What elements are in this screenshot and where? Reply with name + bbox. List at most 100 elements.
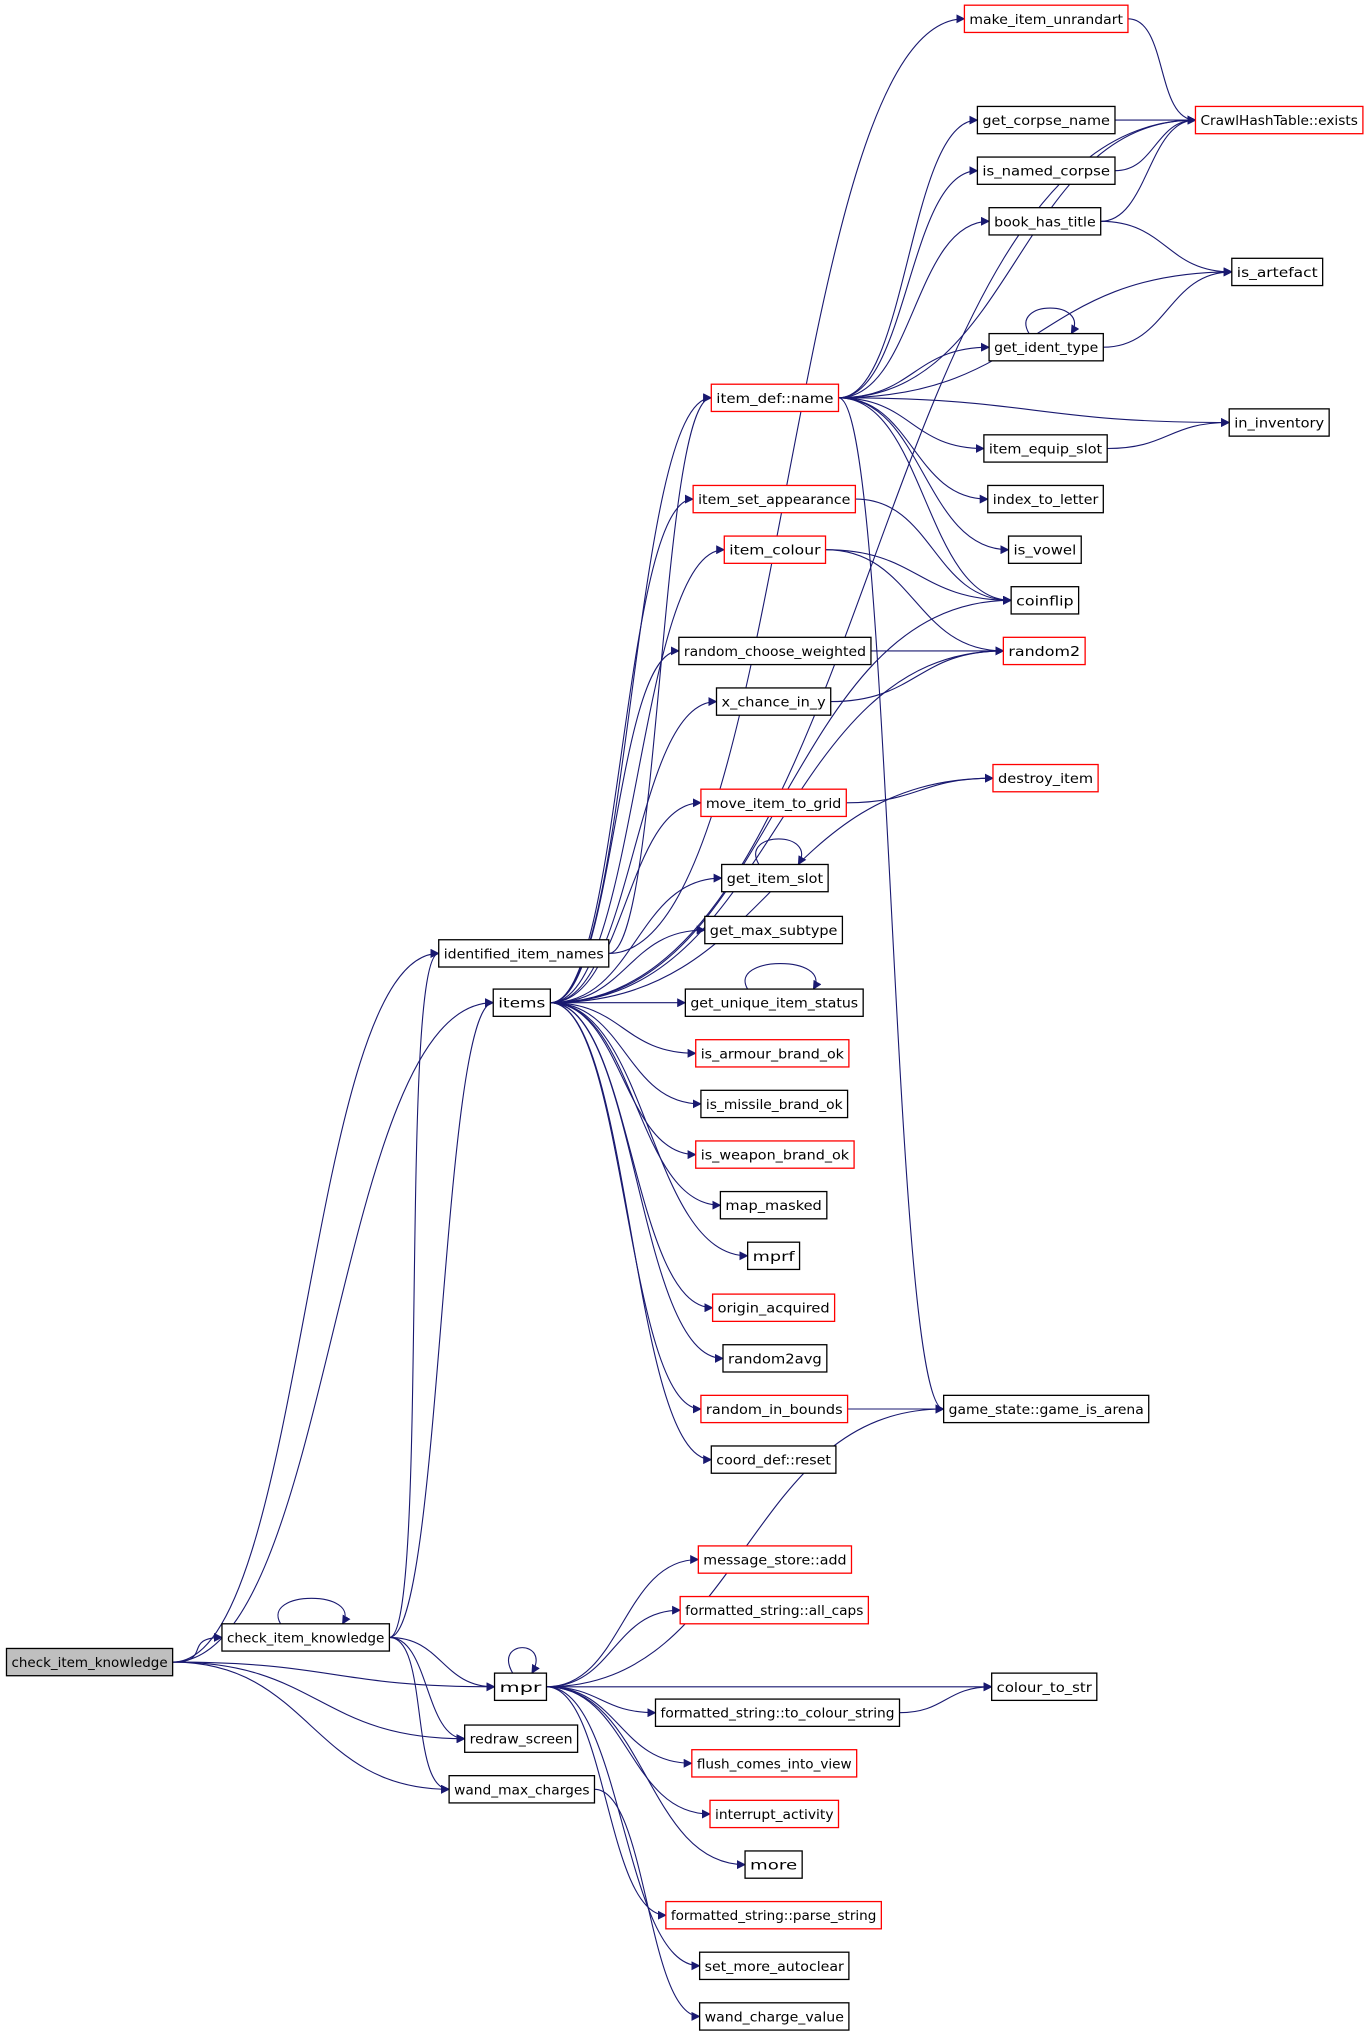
node-colour-to-str[interactable]: colour_to_str: [991, 1672, 1098, 1702]
node-box: [1007, 535, 1082, 564]
edge-check-item-knowledge-to-mpr: [389, 1636, 496, 1692]
node-book-has-title[interactable]: book_has_title: [988, 207, 1102, 236]
node-item-equip-slot[interactable]: item_equip_slot: [983, 434, 1108, 463]
node-get-ident-type[interactable]: get_ident_type: [988, 332, 1104, 362]
node-interrupt-activity[interactable]: interrupt_activity: [709, 1799, 840, 1829]
node-item-def-name[interactable]: item_def::name: [710, 383, 840, 413]
edge-check-item-knowledge-root-to-mpr: [172, 1661, 496, 1692]
node-formatted-string-to-colour-string[interactable]: formatted_string::to_colour_string: [654, 1698, 901, 1727]
edge-item-def-name-to-game-state-game-is-arena: [838, 397, 945, 1414]
node-check-item-knowledge[interactable]: check_item_knowledge: [221, 1623, 391, 1652]
edge-item-def-name-to-crawlhashtable-exists: [838, 115, 1197, 399]
edge-check-item-knowledge-root-to-wand-max-charges: [172, 1661, 450, 1794]
node-box: [723, 535, 827, 564]
node-coinflip[interactable]: coinflip: [1010, 586, 1080, 615]
node-formatted-string-all-caps[interactable]: formatted_string::all_caps: [679, 1595, 870, 1625]
node-box: [492, 988, 552, 1017]
node-get-item-slot[interactable]: get_item_slot: [721, 863, 829, 893]
node-box: [698, 1951, 850, 1981]
node-item-set-appearance[interactable]: item_set_appearance: [692, 484, 857, 514]
node-box: [988, 207, 1102, 236]
node-map-masked[interactable]: map_masked: [719, 1190, 828, 1220]
edge-item-colour-to-coinflip: [825, 549, 1012, 605]
node-label: random_in_bounds: [706, 1402, 843, 1418]
edge-identified-item-names-to-item-def-name: [608, 393, 713, 954]
node-is-missile-brand-ok[interactable]: is_missile_brand_ok: [700, 1089, 849, 1119]
node-label: coinflip: [1016, 593, 1074, 609]
edge-mpr-to-interrupt-activity: [546, 1686, 711, 1819]
node-flush-comes-into-view[interactable]: flush_comes_into_view: [691, 1749, 858, 1778]
node-label: formatted_string::to_colour_string: [661, 1706, 895, 1722]
node-set-more-autoclear[interactable]: set_more_autoclear: [698, 1951, 850, 1981]
node-random-in-bounds[interactable]: random_in_bounds: [700, 1394, 849, 1424]
node-origin-acquired[interactable]: origin_acquired: [711, 1293, 836, 1323]
node-redraw-screen[interactable]: redraw_screen: [464, 1724, 579, 1753]
node-wand-charge-value[interactable]: wand_charge_value: [698, 2002, 850, 2031]
node-random-choose-weighted[interactable]: random_choose_weighted: [678, 636, 872, 666]
node-mpr[interactable]: mpr: [493, 1672, 548, 1702]
node-is-armour-brand-ok[interactable]: is_armour_brand_ok: [695, 1039, 850, 1068]
node-label: check_item_knowledge: [12, 1655, 168, 1671]
node-box: [722, 1344, 828, 1373]
node-box: [221, 1623, 391, 1652]
node-label: formatted_string::all_caps: [685, 1603, 863, 1619]
node-game-state-game-is-arena[interactable]: game_state::game_is_arena: [942, 1394, 1150, 1424]
node-box: [744, 1850, 803, 1879]
node-is-artefact[interactable]: is_artefact: [1231, 257, 1324, 287]
node-make-item-unrandart[interactable]: make_item_unrandart: [963, 4, 1129, 34]
edge-items-to-origin-acquired: [550, 1002, 714, 1313]
node-get-max-subtype[interactable]: get_max_subtype: [704, 915, 844, 945]
node-item-colour[interactable]: item_colour: [723, 535, 827, 564]
node-box: [700, 788, 847, 818]
node-label: mpr: [500, 1680, 543, 1696]
node-label: is_missile_brand_ok: [706, 1097, 843, 1113]
node-wand-max-charges[interactable]: wand_max_charges: [448, 1775, 596, 1804]
node-label: random_choose_weighted: [684, 644, 866, 660]
node-is-vowel[interactable]: is_vowel: [1007, 535, 1082, 564]
edge-get-ident-type-to-get-ident-type: [1025, 307, 1080, 335]
node-check-item-knowledge-root[interactable]: check_item_knowledge: [5, 1647, 174, 1677]
node-box: [942, 1394, 1150, 1424]
node-label: coord_def::reset: [716, 1453, 831, 1469]
node-crawlhashtable-exists[interactable]: CrawlHashTable::exists: [1194, 105, 1364, 135]
node-label: is_artefact: [1237, 265, 1318, 281]
edge-check-item-knowledge-to-items: [389, 998, 495, 1638]
node-box: [700, 1089, 849, 1119]
node-label: more: [750, 1858, 797, 1874]
edge-items-to-move-item-to-grid: [550, 798, 702, 1004]
edge-mpr-to-mpr: [508, 1647, 540, 1674]
node-label: game_state::game_is_arena: [949, 1402, 1144, 1418]
node-more[interactable]: more: [744, 1850, 803, 1879]
edge-items-to-x-chance-in-y: [550, 697, 718, 1004]
node-label: random2: [1008, 644, 1080, 660]
node-box: [697, 1545, 853, 1574]
edge-x-chance-in-y-to-random2: [830, 646, 1005, 703]
node-message-store-add[interactable]: message_store::add: [697, 1545, 853, 1574]
node-index-to-letter[interactable]: index_to_letter: [987, 484, 1104, 514]
node-label: wand_max_charges: [454, 1782, 589, 1798]
node-is-named-corpse[interactable]: is_named_corpse: [976, 156, 1116, 185]
edge-make-item-unrandart-to-crawlhashtable-exists: [1127, 18, 1197, 125]
node-formatted-string-parse-string[interactable]: formatted_string::parse_string: [665, 1900, 882, 1930]
node-label: CrawlHashTable::exists: [1200, 113, 1357, 129]
node-items[interactable]: items: [492, 988, 552, 1017]
node-random2avg[interactable]: random2avg: [722, 1344, 828, 1373]
node-box: [963, 4, 1129, 34]
node-mprf[interactable]: mprf: [746, 1241, 801, 1271]
node-identified-item-names[interactable]: identified_item_names: [438, 939, 610, 968]
edge-item-def-name-to-index-to-letter: [838, 397, 989, 504]
node-random2[interactable]: random2: [1002, 636, 1086, 666]
node-is-weapon-brand-ok[interactable]: is_weapon_brand_ok: [695, 1140, 855, 1169]
node-in-inventory[interactable]: in_inventory: [1228, 408, 1330, 437]
node-box: [679, 1595, 870, 1625]
node-get-unique-item-status[interactable]: get_unique_item_status: [684, 988, 864, 1017]
node-coord-def-reset[interactable]: coord_def::reset: [710, 1445, 837, 1474]
node-move-item-to-grid[interactable]: move_item_to_grid: [700, 788, 847, 818]
edge-get-item-slot-to-get-item-slot: [755, 838, 807, 866]
node-get-corpse-name[interactable]: get_corpse_name: [976, 105, 1116, 135]
node-x-chance-in-y[interactable]: x_chance_in_y: [715, 687, 832, 716]
node-destroy-item[interactable]: destroy_item: [992, 763, 1099, 793]
edge-items-to-is-weapon-brand-ok: [550, 1002, 697, 1160]
edge-check-item-knowledge-root-to-check-item-knowledge: [172, 1632, 223, 1663]
